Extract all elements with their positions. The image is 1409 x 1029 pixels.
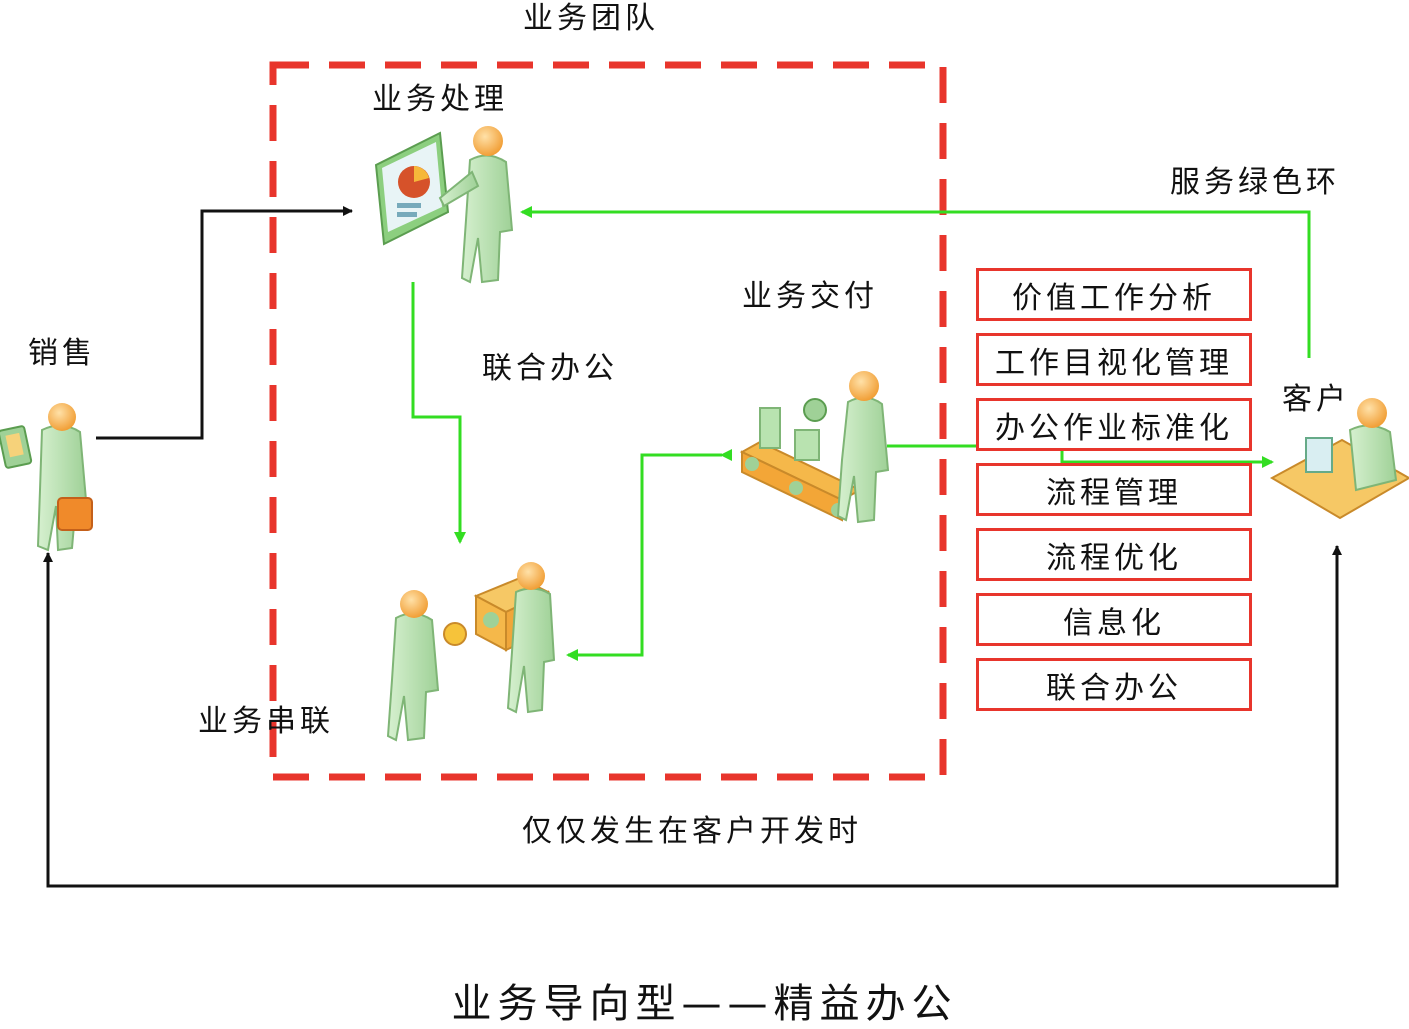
service-loop-label: 服务绿色环 — [1170, 165, 1340, 200]
method-item: 流程管理 — [976, 463, 1252, 516]
customer-desk-figure-icon — [1269, 398, 1409, 520]
business-team-label: 业务团队 — [523, 1, 659, 36]
delivery-to-customer-arrow — [887, 444, 1274, 468]
customer-label: 客户 — [1282, 382, 1350, 417]
processing-label: 业务处理 — [372, 82, 508, 117]
method-item: 信息化 — [976, 593, 1252, 646]
method-item: 价值工作分析 — [976, 268, 1252, 321]
salesperson-figure-icon — [0, 403, 93, 552]
chain-label: 业务串联 — [198, 704, 334, 739]
sales-label: 销售 — [28, 336, 96, 371]
method-item: 工作目视化管理 — [976, 333, 1252, 386]
method-item: 流程优化 — [976, 528, 1252, 581]
customer-development-note: 仅仅发生在客户开发时 — [522, 814, 862, 849]
diagram-title: 业务导向型——精益办公 — [451, 981, 958, 1027]
handoff-figures-icon — [386, 562, 556, 742]
conveyor-worker-figure-icon — [739, 371, 890, 524]
delivery-label: 业务交付 — [742, 279, 878, 314]
joint-office-label: 联合办公 — [482, 351, 618, 386]
method-item: 办公作业标准化 — [976, 398, 1252, 451]
business-team-boundary — [269, 61, 947, 781]
processing-to-chain-arrow — [411, 282, 466, 544]
presenter-figure-icon — [374, 126, 514, 284]
delivery-chain-link-arrow — [566, 449, 732, 661]
method-item: 联合办公 — [976, 658, 1252, 711]
customer-to-sales-loop-arrow — [43, 546, 1339, 888]
sales-to-processing-arrow — [96, 206, 353, 440]
service-green-loop-arrow — [520, 206, 1311, 358]
